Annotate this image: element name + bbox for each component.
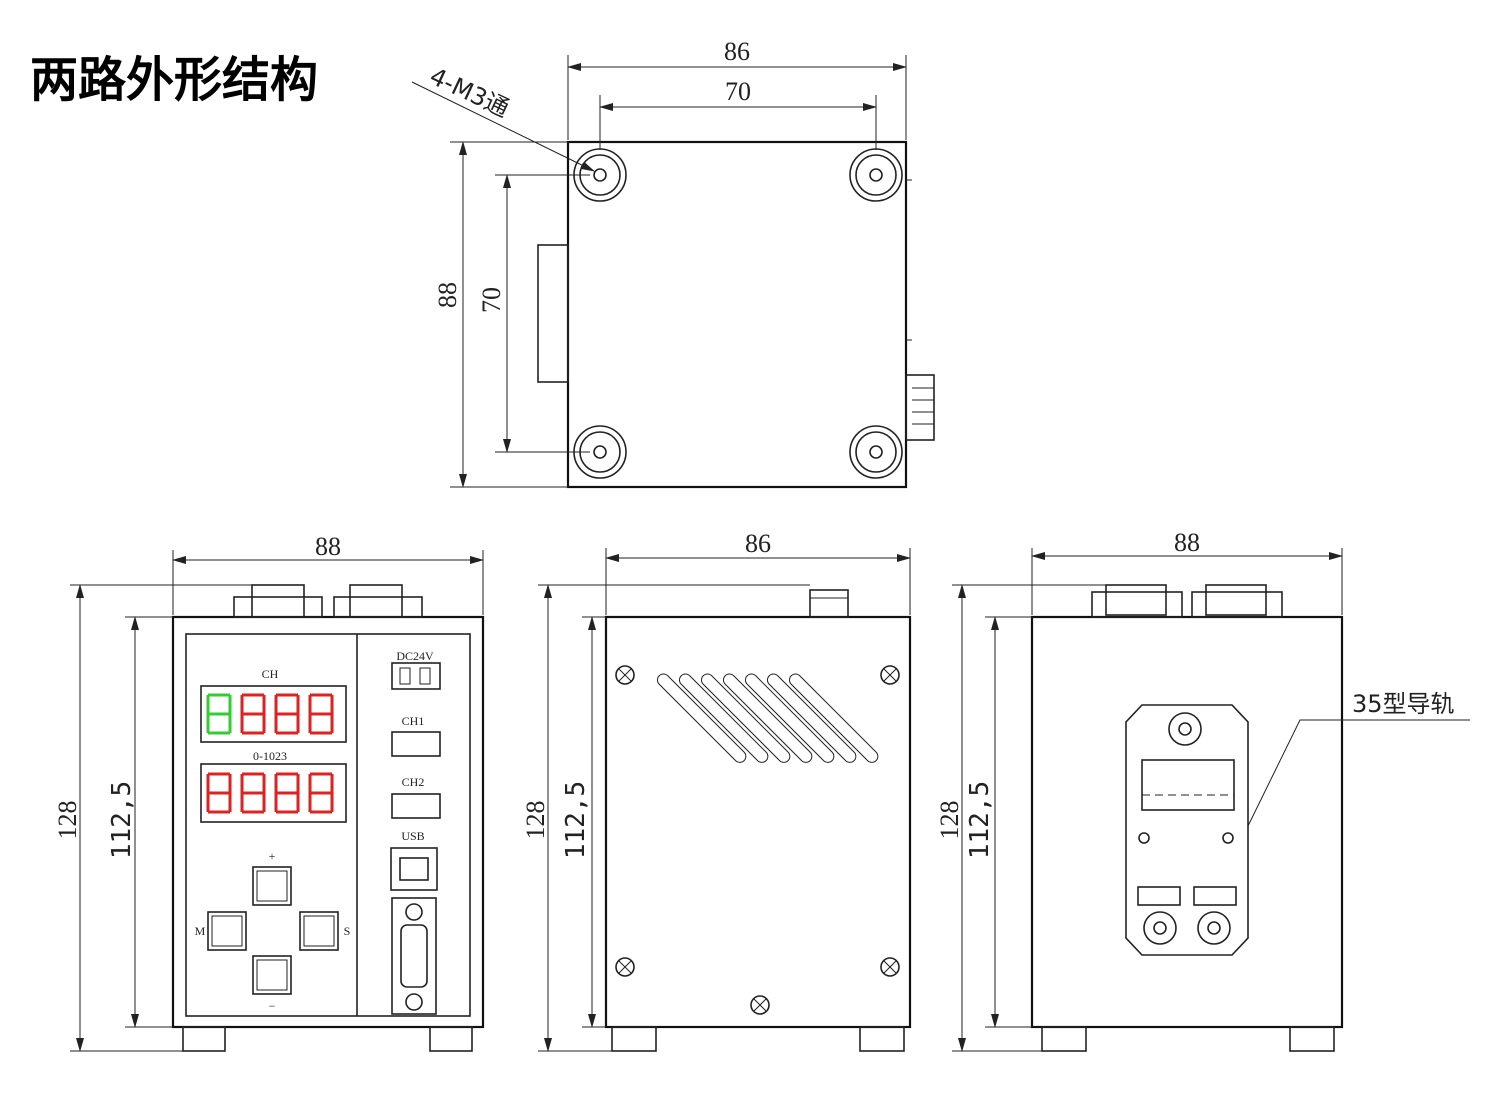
- side-width: 86: [745, 529, 771, 558]
- top-width-outer: 86: [724, 37, 750, 66]
- back-width: 88: [1174, 528, 1200, 557]
- screw: [615, 665, 635, 685]
- foot: [429, 1026, 473, 1052]
- side-height-body: 112,5: [561, 781, 591, 859]
- ch2-label: CH2: [402, 775, 425, 789]
- rail-label: 35型导轨: [1352, 690, 1455, 718]
- ch-label: CH: [262, 667, 279, 681]
- foot: [611, 1026, 657, 1052]
- back-body: [1030, 615, 1344, 1029]
- top-view-left-bracket: [537, 244, 569, 383]
- db9-port: [391, 897, 437, 1015]
- foot: [1289, 1026, 1335, 1052]
- plus-button[interactable]: [252, 866, 292, 906]
- display-digit: [240, 693, 266, 735]
- display-digit: [274, 693, 300, 735]
- display-digit: [206, 693, 232, 735]
- front-top-connector: [333, 596, 423, 618]
- side-body: [604, 615, 912, 1029]
- front-height-total: 128: [53, 801, 82, 840]
- value-display: [200, 763, 347, 823]
- hole-note: 4-M3通: [425, 62, 513, 123]
- back-top-connector: [1091, 591, 1183, 618]
- display-digit: [308, 693, 334, 735]
- side-height-total: 128: [521, 801, 550, 840]
- front-top-connector: [233, 596, 323, 618]
- din-rail-clip: [1125, 704, 1249, 956]
- plus-label: +: [269, 849, 276, 863]
- screw: [880, 957, 900, 977]
- top-view-right-connector: [905, 374, 935, 441]
- back-height-body: 112,5: [965, 781, 995, 859]
- vent-slots: [656, 673, 879, 763]
- ch1-label: CH1: [402, 714, 425, 728]
- front-height-body: 112,5: [107, 781, 137, 859]
- front-view: CH 0-1023 + M S − DC24V CH1 CH2 USB 88: [53, 532, 485, 1052]
- ch-display: [200, 685, 347, 743]
- display-digit: [206, 772, 232, 814]
- display-digit: [308, 772, 334, 814]
- m-button[interactable]: [207, 911, 247, 951]
- top-height-inner: 70: [477, 287, 506, 313]
- usb-label: USB: [401, 829, 424, 843]
- top-view: 86 70 88 70 4-M3通: [411, 37, 935, 489]
- mount-hole: [849, 425, 903, 479]
- back-view: 35型导轨 88 128 112,5: [935, 528, 1470, 1052]
- page-title: 两路外形结构: [30, 52, 319, 108]
- ch1-connector: [391, 731, 441, 757]
- front-body: [171, 615, 485, 1029]
- mount-hole: [849, 148, 903, 202]
- display-digit: [274, 772, 300, 814]
- m-label: M: [195, 924, 206, 938]
- screw: [750, 995, 770, 1015]
- screw: [880, 665, 900, 685]
- foot: [859, 1026, 905, 1052]
- back-height-total: 128: [935, 801, 964, 840]
- side-top-connector: [809, 589, 849, 618]
- minus-label: −: [269, 999, 276, 1013]
- usb-port: [390, 847, 438, 891]
- side-view: 86 128 112,5: [521, 529, 912, 1052]
- front-width: 88: [315, 532, 341, 561]
- display-digit: [240, 772, 266, 814]
- top-height-outer: 88: [433, 282, 462, 308]
- s-label: S: [344, 924, 351, 938]
- range-label: 0-1023: [253, 749, 287, 763]
- screw: [615, 957, 635, 977]
- ch2-connector: [391, 793, 441, 819]
- seven-segment-digits: [206, 693, 334, 814]
- s-button[interactable]: [299, 911, 339, 951]
- top-width-inner: 70: [725, 77, 751, 106]
- foot: [182, 1026, 226, 1052]
- dc-connector: [391, 662, 441, 690]
- back-top-connector: [1191, 591, 1283, 618]
- dc-label: DC24V: [396, 649, 434, 663]
- foot: [1041, 1026, 1087, 1052]
- minus-button[interactable]: [252, 955, 292, 995]
